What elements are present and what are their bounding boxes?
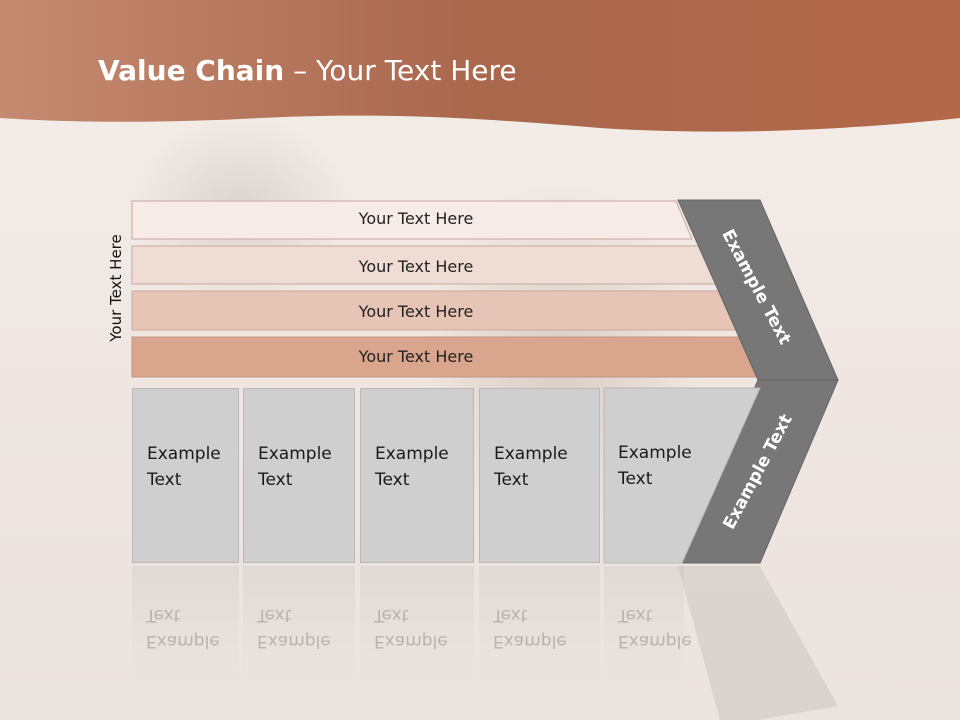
activity-box-2-reflection-label: Example Text (257, 605, 331, 651)
activity-box-1-reflection: Example Text (132, 566, 239, 706)
activity-box-1-reflection-label: Example Text (146, 605, 220, 651)
chevron-reflection (678, 566, 838, 720)
activity-box-3-reflection: Example Text (360, 566, 474, 706)
title-bold: Value Chain (98, 54, 285, 87)
activity-box-3-label: Example Text (375, 444, 449, 490)
band-label-4: Your Text Here (358, 347, 474, 366)
band-label-3: Your Text Here (358, 302, 474, 321)
band-1 (131, 200, 693, 240)
band-label-1: Your Text Here (358, 209, 474, 228)
activity-box-3: Example Text (360, 388, 474, 563)
activity-box-1-label: Example Text (147, 444, 221, 490)
activity-box-4-label: Example Text (494, 444, 568, 490)
activity-box-4-reflection: Example Text (479, 566, 600, 706)
activity-box-3-reflection-label: Example Text (374, 605, 448, 651)
header-banner (0, 0, 960, 132)
activity-box-2-reflection: Example Text (243, 566, 355, 706)
activity-box-5-label: Example Text (618, 443, 692, 489)
band-label-2: Your Text Here (358, 257, 474, 276)
activity-box-1: Example Text (132, 388, 239, 563)
activity-box-5-reflection: Example Text (604, 566, 692, 706)
activity-box-2-label: Example Text (258, 444, 332, 490)
title-rest: – Your Text Here (284, 54, 517, 87)
activity-box-2: Example Text (243, 388, 355, 563)
page-title: Value Chain – Your Text Here (98, 54, 517, 87)
activity-box-4: Example Text (479, 388, 600, 563)
activity-box-4-reflection-label: Example Text (493, 605, 567, 651)
activity-box-5-reflection-label: Example Text (618, 605, 692, 651)
